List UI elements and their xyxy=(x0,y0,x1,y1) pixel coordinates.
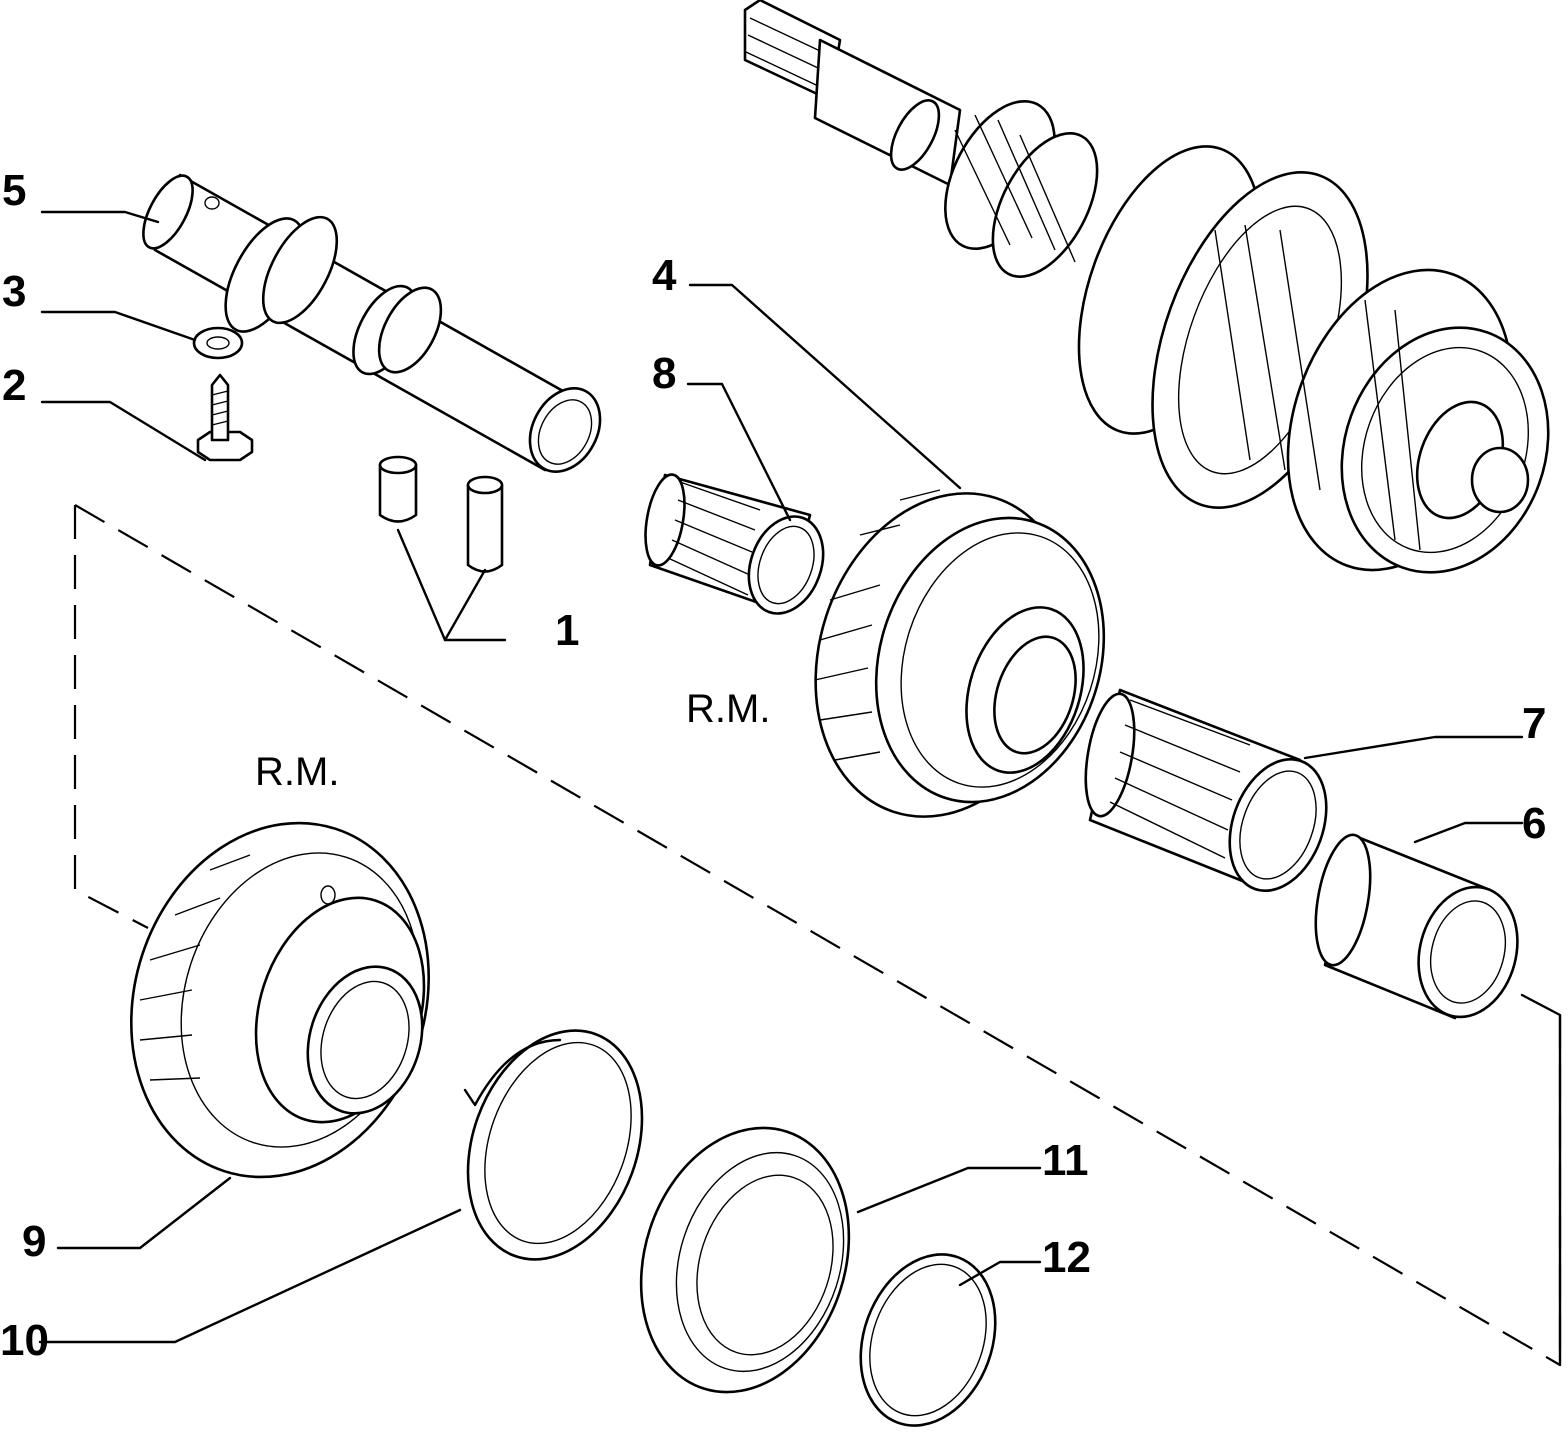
snap-ring xyxy=(859,1253,997,1427)
bolt xyxy=(196,373,254,462)
label-2: 2 xyxy=(2,361,26,410)
reverse-gear xyxy=(814,489,1106,818)
leader-lines xyxy=(38,210,1524,1344)
washer xyxy=(192,326,244,360)
label-10: 10 xyxy=(0,1316,49,1365)
label-11: 11 xyxy=(1042,1136,1089,1185)
label-4: 4 xyxy=(652,251,677,300)
needle-bearing-large xyxy=(1084,688,1328,893)
label-3: 3 xyxy=(2,267,26,316)
callout-labels: 5 3 2 1 4 8 7 6 9 10 11 12 R.M. R.M. xyxy=(0,166,1546,1365)
bushing xyxy=(1314,833,1519,1020)
reverse-shaft xyxy=(142,173,602,473)
assembly-dashed-lines xyxy=(73,504,1562,1367)
label-12: 12 xyxy=(1042,1233,1091,1282)
label-7: 7 xyxy=(1522,699,1546,748)
label-1: 1 xyxy=(555,606,579,655)
label-9: 9 xyxy=(22,1217,46,1266)
needle-bearing-small xyxy=(644,473,825,615)
gear-with-hub xyxy=(130,821,430,1179)
dowel-pins xyxy=(378,455,504,573)
main-shaft-assembly xyxy=(743,0,1550,574)
label-5: 5 xyxy=(2,166,26,215)
synchro-cone xyxy=(639,1126,851,1394)
label-8: 8 xyxy=(652,349,676,398)
rm-label-gear-9: R.M. xyxy=(255,750,339,794)
label-6: 6 xyxy=(1522,799,1546,848)
rm-label-gear-4: R.M. xyxy=(686,687,770,731)
synchro-ring xyxy=(463,1029,644,1261)
